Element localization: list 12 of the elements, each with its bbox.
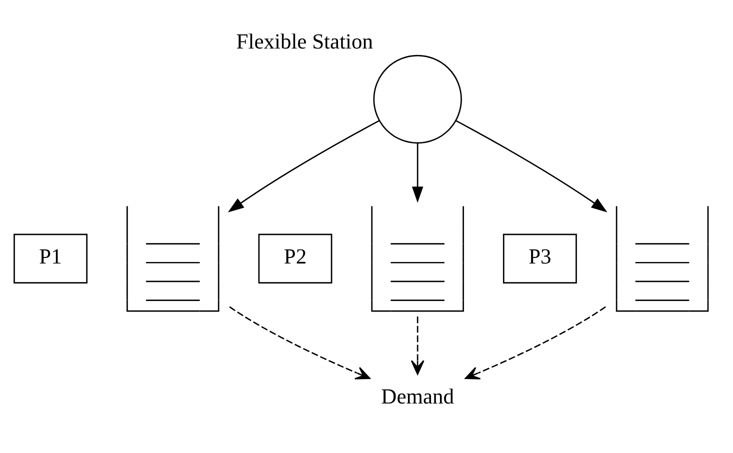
arrow [410,316,424,374]
arrow [455,119,608,212]
arrow [229,306,370,379]
node-box: P2 [258,233,332,283]
node-label: Flexible Station [236,29,374,54]
node-text: Demand [381,384,454,408]
node-circle [373,54,462,144]
arrow [464,306,606,379]
node-box: P3 [502,233,577,283]
node-box: P1 [14,233,88,283]
arrow [228,119,380,212]
arrow [412,142,424,202]
